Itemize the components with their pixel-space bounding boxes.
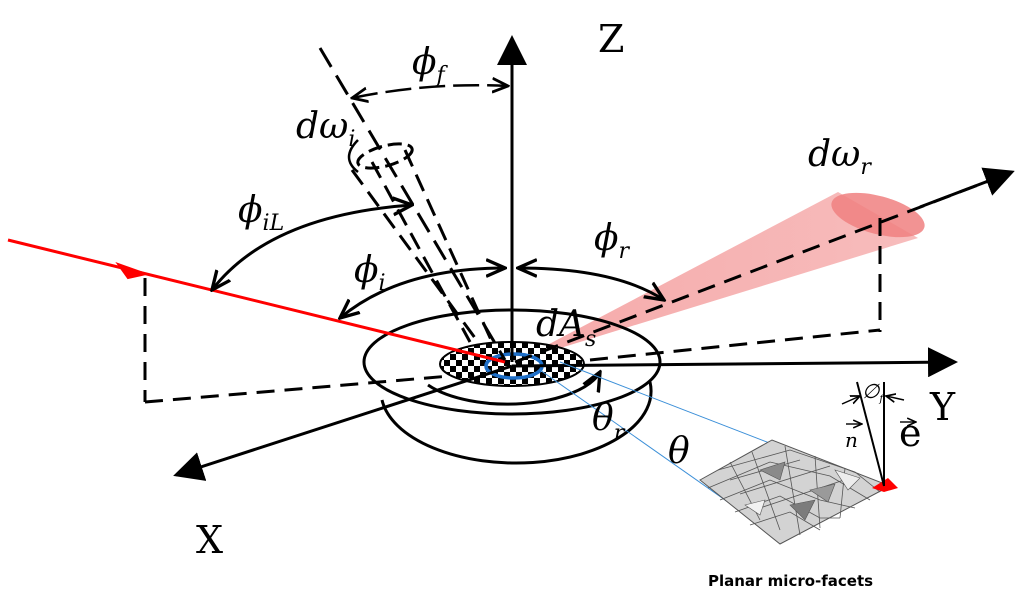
theta-ellipse-lower <box>380 381 653 465</box>
incident-cone-edge-3 <box>370 161 472 343</box>
phi-f-small-label: ∅f <box>862 379 885 405</box>
phi-iL-label: ϕiL <box>238 190 284 236</box>
reflected-projection <box>589 328 881 362</box>
y-axis <box>511 347 958 378</box>
cone-base-ellipse <box>831 192 925 238</box>
incident-arrowhead <box>115 261 150 280</box>
z-axis-label: Z <box>598 17 624 61</box>
theta-r-label: θr <box>592 398 626 446</box>
x-axis-label: X <box>196 518 223 562</box>
phi-iL-arc <box>212 205 412 290</box>
phi-f-arc <box>352 85 508 98</box>
theta-label: θ <box>668 431 690 472</box>
phi-i-label: ϕi <box>354 250 386 296</box>
dA-s-label: dAs <box>536 304 596 352</box>
phi-r-arc <box>518 268 664 300</box>
y-axis-label: Y <box>929 385 956 429</box>
x-axis <box>173 364 513 481</box>
incident-cone-cap <box>356 142 414 170</box>
domega-i-brace <box>347 139 359 173</box>
e-vector-label: e <box>899 411 922 455</box>
phi-r-label: ϕr <box>594 218 631 264</box>
domega-r-label: dωr <box>808 134 872 180</box>
incident-ray <box>7 238 506 364</box>
domega-i-label: dωi <box>296 106 355 152</box>
micro-facets-caption: Planar micro-facets <box>708 572 873 590</box>
reflected-ray-solid-end <box>919 170 1013 209</box>
phi-f-small-arrow-right <box>886 396 905 400</box>
phi-f-small-arrow-left <box>841 396 860 405</box>
incident-projection <box>144 374 451 404</box>
theta-r-ellipse <box>427 372 600 406</box>
reflected-ray <box>514 167 1015 364</box>
micro-facet-mesh <box>699 439 892 545</box>
reflection-cone <box>515 192 918 362</box>
phi-f-label: ϕf <box>412 42 449 88</box>
n-vector-label: n <box>845 428 858 452</box>
phi-i-arc <box>340 268 505 318</box>
